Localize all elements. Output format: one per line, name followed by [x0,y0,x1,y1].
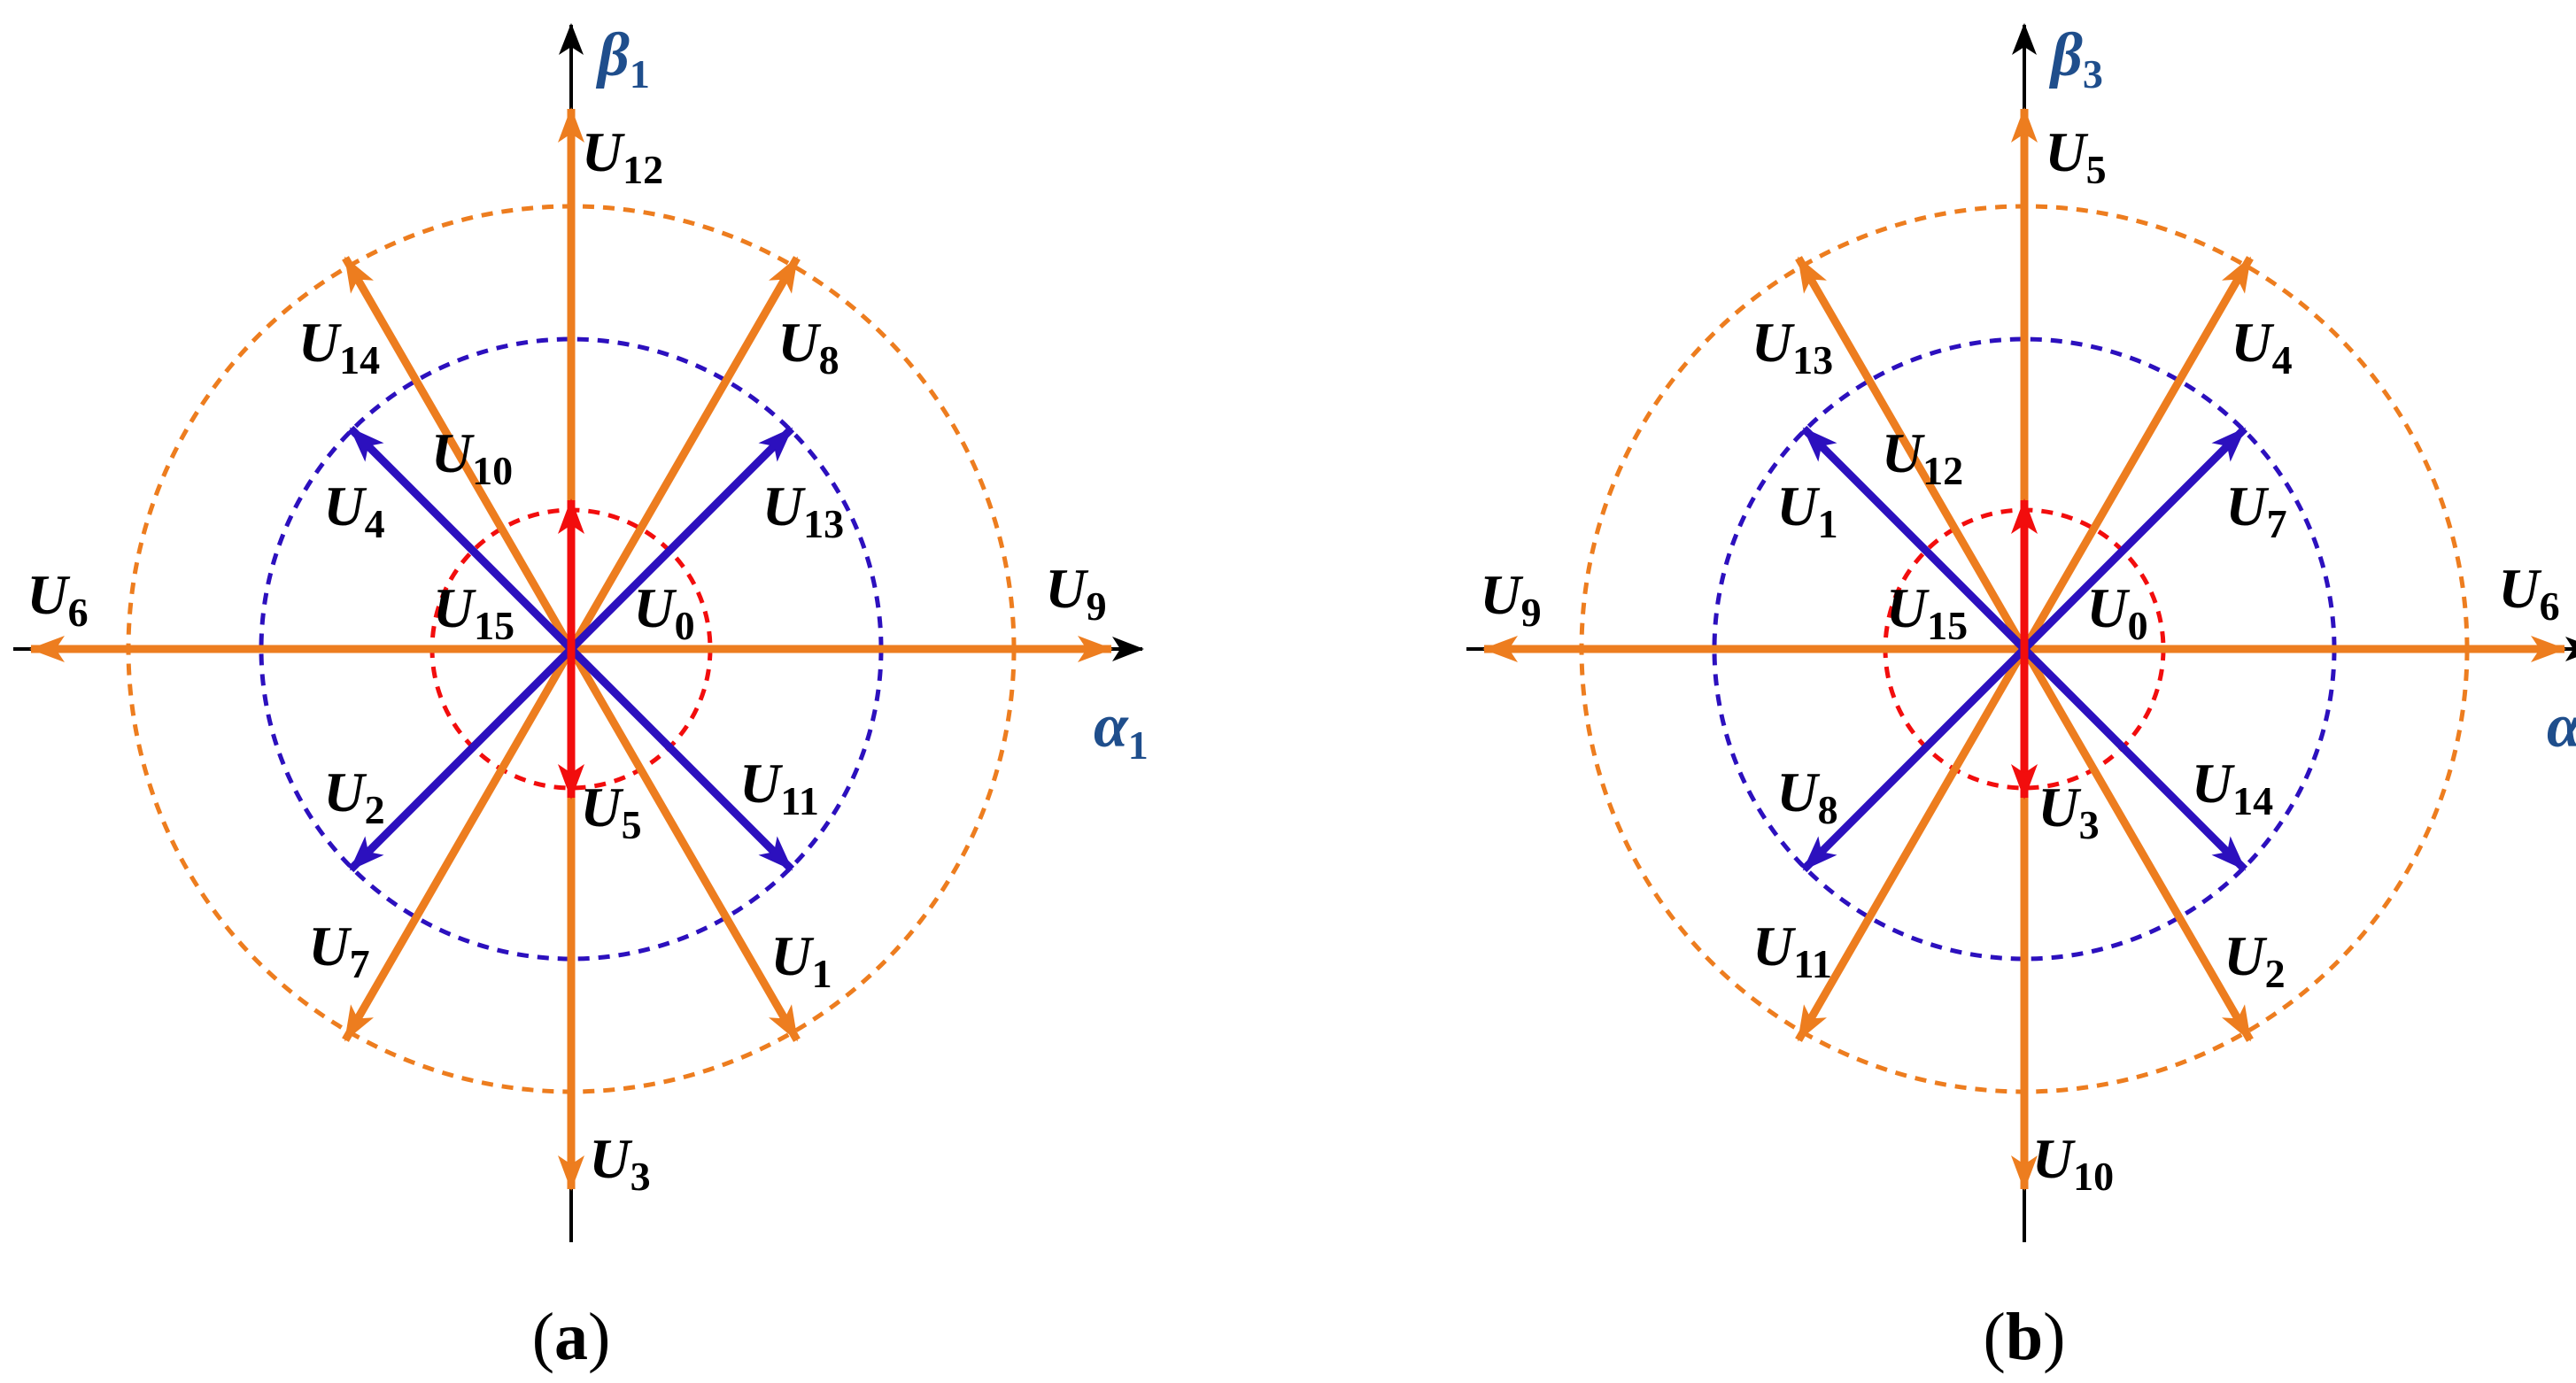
alpha-axis-label: α3 [2547,692,2576,768]
beta-axis-label: β3 [2048,21,2103,97]
vector-outer-u14 [342,256,575,652]
label-u3: U3 [589,1127,650,1199]
vector-middle-u8 [1800,645,2028,873]
label-u5: U5 [580,776,641,847]
vector-outer-u4 [2021,256,2254,652]
label-u12: U12 [1882,421,1963,493]
voltage-vectors [29,107,1113,1191]
label-u5: U5 [2045,120,2106,192]
label-u10: U10 [2032,1127,2114,1199]
voltage-vectors [1482,107,2566,1191]
label-u14: U14 [2192,752,2273,823]
label-u0: U0 [633,576,694,648]
label-u1: U1 [1776,475,1837,546]
label-u4: U4 [323,475,384,546]
label-u9: U9 [1480,563,1541,635]
vector-outer-u13 [1795,256,2028,652]
label-u14: U14 [298,311,380,382]
label-u0: U0 [2086,576,2147,648]
vector-outer-u2 [2021,646,2254,1042]
vector-outer-u7 [342,646,575,1042]
label-u13: U13 [1752,311,1833,382]
vector-outer-u1 [568,646,801,1042]
vector-outer-u11 [1795,646,2028,1042]
label-u11: U11 [739,752,819,823]
panel-caption: (b) [1984,1300,2066,1374]
label-u6: U6 [2498,557,2559,629]
vector-outer-u8 [568,256,801,652]
panel-caption: (a) [532,1300,611,1374]
label-u9: U9 [1045,557,1106,629]
alpha-axis-label: α1 [1094,692,1149,768]
label-u4: U4 [2231,311,2292,382]
label-u2: U2 [2224,924,2285,996]
label-u13: U13 [762,475,844,546]
label-u12: U12 [582,120,663,192]
vector-middle-u14 [2021,645,2248,873]
label-u8: U8 [777,311,839,382]
label-u2: U2 [323,761,384,832]
label-u15: U15 [1886,576,1968,648]
label-u7: U7 [308,915,369,986]
label-u7: U7 [2225,475,2286,546]
label-u6: U6 [27,563,88,635]
vector-middle-u1 [1800,425,2028,653]
beta-axis-label: β1 [595,21,650,97]
label-u10: U10 [431,421,513,493]
vector-middle-u7 [2021,425,2248,653]
label-u3: U3 [2038,776,2099,847]
vector-middle-u13 [568,425,795,653]
label-u11: U11 [1752,915,1832,986]
label-u1: U1 [770,924,832,996]
vector-middle-u11 [568,645,795,873]
label-u15: U15 [433,576,514,648]
vector-middle-u2 [347,645,575,873]
vector-middle-u4 [347,425,575,653]
label-u8: U8 [1776,761,1837,832]
